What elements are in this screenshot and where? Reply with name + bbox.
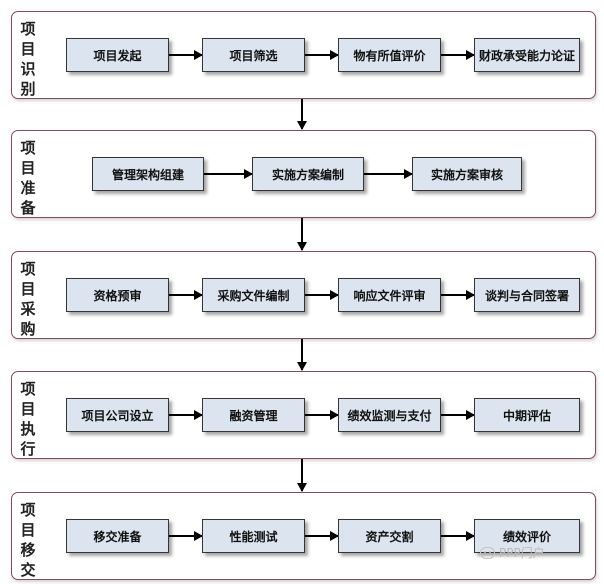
stage-label: 项 目 移 交: [20, 501, 36, 579]
step-procurement-docs: 采购文件编制: [202, 278, 305, 312]
arrow-right: [305, 290, 339, 300]
step-performance-payment: 绩效监测与支付: [338, 398, 441, 432]
arrow-right: [305, 50, 339, 60]
arrow-right: [441, 50, 475, 60]
arrow-right: [441, 410, 475, 420]
stage-project-identification: 项 目 识 别 项目发起 项目筛选 物有所值评价 财政承受能力论证: [11, 11, 596, 99]
step-response-evaluation: 响应文件评审: [338, 278, 441, 312]
stage-project-execution: 项 目 执 行 项目公司设立 融资管理 绩效监测与支付 中期评估: [11, 371, 596, 459]
step-transfer-preparation: 移交准备: [66, 519, 169, 553]
watermark-text: PPP门户: [499, 546, 545, 560]
step-financing-management: 融资管理: [202, 398, 305, 432]
arrow-down: [297, 218, 307, 251]
step-project-screening: 项目筛选: [202, 38, 305, 72]
wechat-icon: [480, 546, 495, 559]
stage-label: 项 目 采 购: [20, 260, 36, 338]
arrow-right: [169, 50, 203, 60]
arrow-right: [364, 169, 413, 179]
stage-label: 项 目 准 备: [20, 139, 36, 217]
arrow-down: [297, 339, 307, 371]
step-performance-testing: 性能测试: [202, 519, 305, 553]
arrow-right: [169, 410, 203, 420]
stage-label: 项 目 执 行: [20, 380, 36, 458]
stage-project-preparation: 项 目 准 备 管理架构组建 实施方案编制 实施方案审核: [11, 130, 596, 218]
stage-project-procurement: 项 目 采 购 资格预审 采购文件编制 响应文件评审 谈判与合同签署: [11, 251, 596, 339]
arrow-right: [441, 531, 475, 541]
step-plan-drafting: 实施方案编制: [252, 157, 364, 191]
arrow-right: [169, 531, 203, 541]
watermark: PPP门户: [480, 544, 545, 561]
step-plan-review: 实施方案审核: [412, 157, 522, 191]
arrow-right: [204, 169, 253, 179]
step-prequalification: 资格预审: [66, 278, 169, 312]
stage-label: 项 目 识 别: [20, 20, 36, 98]
stage-project-transfer: 项 目 移 交 移交准备 性能测试 资产交割 绩效评价: [11, 492, 596, 580]
arrow-down: [297, 459, 307, 492]
arrow-right: [169, 290, 203, 300]
step-asset-handover: 资产交割: [338, 519, 441, 553]
step-midterm-evaluation: 中期评估: [474, 398, 580, 432]
step-project-initiation: 项目发起: [66, 38, 169, 72]
arrow-right: [441, 290, 475, 300]
step-negotiation-contract: 谈判与合同签署: [474, 278, 580, 312]
arrow-right: [305, 410, 339, 420]
step-value-for-money: 物有所值评价: [338, 38, 441, 72]
step-management-setup: 管理架构组建: [92, 157, 204, 191]
arrow-right: [305, 531, 339, 541]
step-spv-establishment: 项目公司设立: [66, 398, 169, 432]
arrow-down: [297, 99, 307, 130]
step-fiscal-affordability: 财政承受能力论证: [474, 38, 580, 72]
